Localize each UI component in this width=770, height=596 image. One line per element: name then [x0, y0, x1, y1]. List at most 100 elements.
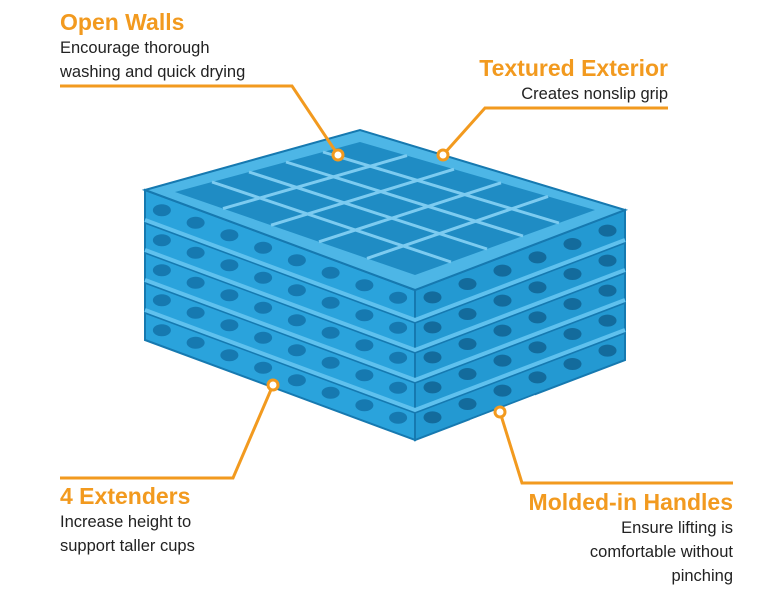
- extenders-desc-line2: support taller cups: [60, 537, 195, 555]
- perforation: [220, 259, 239, 272]
- perforation: [528, 281, 547, 294]
- callout-molded-handles: Molded-in Handles Ensure lifting is comf…: [529, 488, 733, 588]
- perforation: [423, 291, 442, 304]
- compartment-grid: [211, 150, 560, 264]
- perforation: [152, 264, 171, 277]
- grid-divider: [318, 181, 502, 244]
- perforation: [389, 411, 408, 424]
- handles-desc-line3: pinching: [671, 567, 733, 585]
- perforation: [598, 284, 617, 297]
- perforation: [355, 339, 374, 352]
- extender-band: [144, 248, 626, 353]
- perforation: [458, 308, 477, 320]
- leader-open-walls: [60, 84, 340, 156]
- handle-cutout-left: [235, 395, 300, 430]
- leader-extenders: [60, 384, 275, 480]
- perforation: [493, 294, 512, 307]
- perforation: [254, 361, 273, 374]
- perforation: [254, 271, 273, 284]
- perforation: [254, 331, 273, 344]
- leader-dot-handles: [493, 405, 507, 419]
- textured-exterior-title: Textured Exterior: [479, 55, 668, 81]
- perforation: [220, 319, 239, 332]
- grid-divider: [222, 154, 408, 211]
- perforation: [254, 301, 273, 314]
- handles-desc-line1: Ensure lifting is: [621, 519, 733, 537]
- callout-extenders: 4 Extenders Increase height to support t…: [60, 482, 195, 558]
- extender-band: [144, 218, 626, 323]
- leader-lines: [60, 84, 733, 485]
- perforation: [220, 289, 239, 302]
- extender-band-shadow: [144, 252, 626, 354]
- perforation: [493, 264, 512, 277]
- handles-title: Molded-in Handles: [528, 489, 733, 515]
- perforation: [389, 291, 408, 304]
- extender-band-shadow: [144, 222, 626, 324]
- perforation: [528, 371, 547, 384]
- perforation: [598, 314, 617, 327]
- perforation: [152, 294, 171, 307]
- perforation: [152, 234, 171, 247]
- perforation: [458, 278, 477, 290]
- perforation: [598, 344, 617, 357]
- perforation: [458, 398, 477, 410]
- extender-band-shadow: [144, 282, 626, 384]
- callout-textured-exterior: Textured Exterior Creates nonslip grip: [479, 54, 668, 106]
- perforation: [220, 229, 239, 242]
- extenders-desc-line1: Increase height to: [60, 513, 192, 531]
- perforation: [287, 344, 306, 357]
- perforation: [321, 356, 340, 369]
- perforation: [355, 309, 374, 322]
- perforation: [528, 251, 547, 264]
- perforation: [458, 338, 477, 350]
- textured-perforations: [152, 204, 617, 424]
- perforation: [563, 238, 582, 250]
- perforation: [152, 324, 171, 337]
- extender-band: [144, 278, 626, 383]
- perforation: [389, 351, 408, 364]
- leader-dots: [266, 148, 507, 419]
- perforation: [493, 324, 512, 337]
- perforation: [458, 368, 477, 380]
- grid-divider: [322, 150, 560, 225]
- perforation: [389, 321, 408, 334]
- perforation: [321, 326, 340, 339]
- grid-divider: [211, 180, 452, 264]
- perforation: [563, 358, 582, 370]
- perforation: [563, 328, 582, 340]
- perforation: [423, 321, 442, 334]
- open-walls-desc-line2: washing and quick drying: [60, 63, 246, 81]
- perforation: [423, 411, 442, 424]
- perforation: [186, 216, 205, 229]
- grid-divider: [285, 160, 524, 238]
- callout-open-walls: Open Walls Encourage thorough washing an…: [60, 8, 245, 84]
- perforation: [355, 399, 374, 412]
- open-walls-title: Open Walls: [60, 9, 185, 35]
- perforation: [598, 254, 617, 267]
- perforation: [528, 311, 547, 324]
- perforation: [598, 224, 617, 237]
- perforation: [254, 241, 273, 254]
- leader-handles: [498, 411, 733, 485]
- grid-divider: [366, 194, 549, 260]
- extender-band-shadow: [144, 312, 626, 414]
- perforation: [563, 268, 582, 280]
- handles-desc-line2: comfortable without: [589, 543, 733, 561]
- perforation: [321, 296, 340, 309]
- open-walls-desc-line1: Encourage thorough: [60, 39, 210, 57]
- perforation: [287, 314, 306, 327]
- leader-dot-open-walls: [331, 148, 345, 162]
- perforation: [321, 266, 340, 279]
- leader-dot-textured-exterior: [436, 148, 450, 162]
- leader-dot-extenders: [266, 378, 280, 392]
- perforation: [563, 298, 582, 310]
- grid-divider: [270, 167, 455, 227]
- grid-divider: [248, 170, 488, 251]
- perforation: [389, 381, 408, 394]
- perforation: [287, 254, 306, 267]
- leader-textured-exterior: [441, 106, 668, 156]
- perforation: [186, 306, 205, 319]
- perforation: [355, 279, 374, 292]
